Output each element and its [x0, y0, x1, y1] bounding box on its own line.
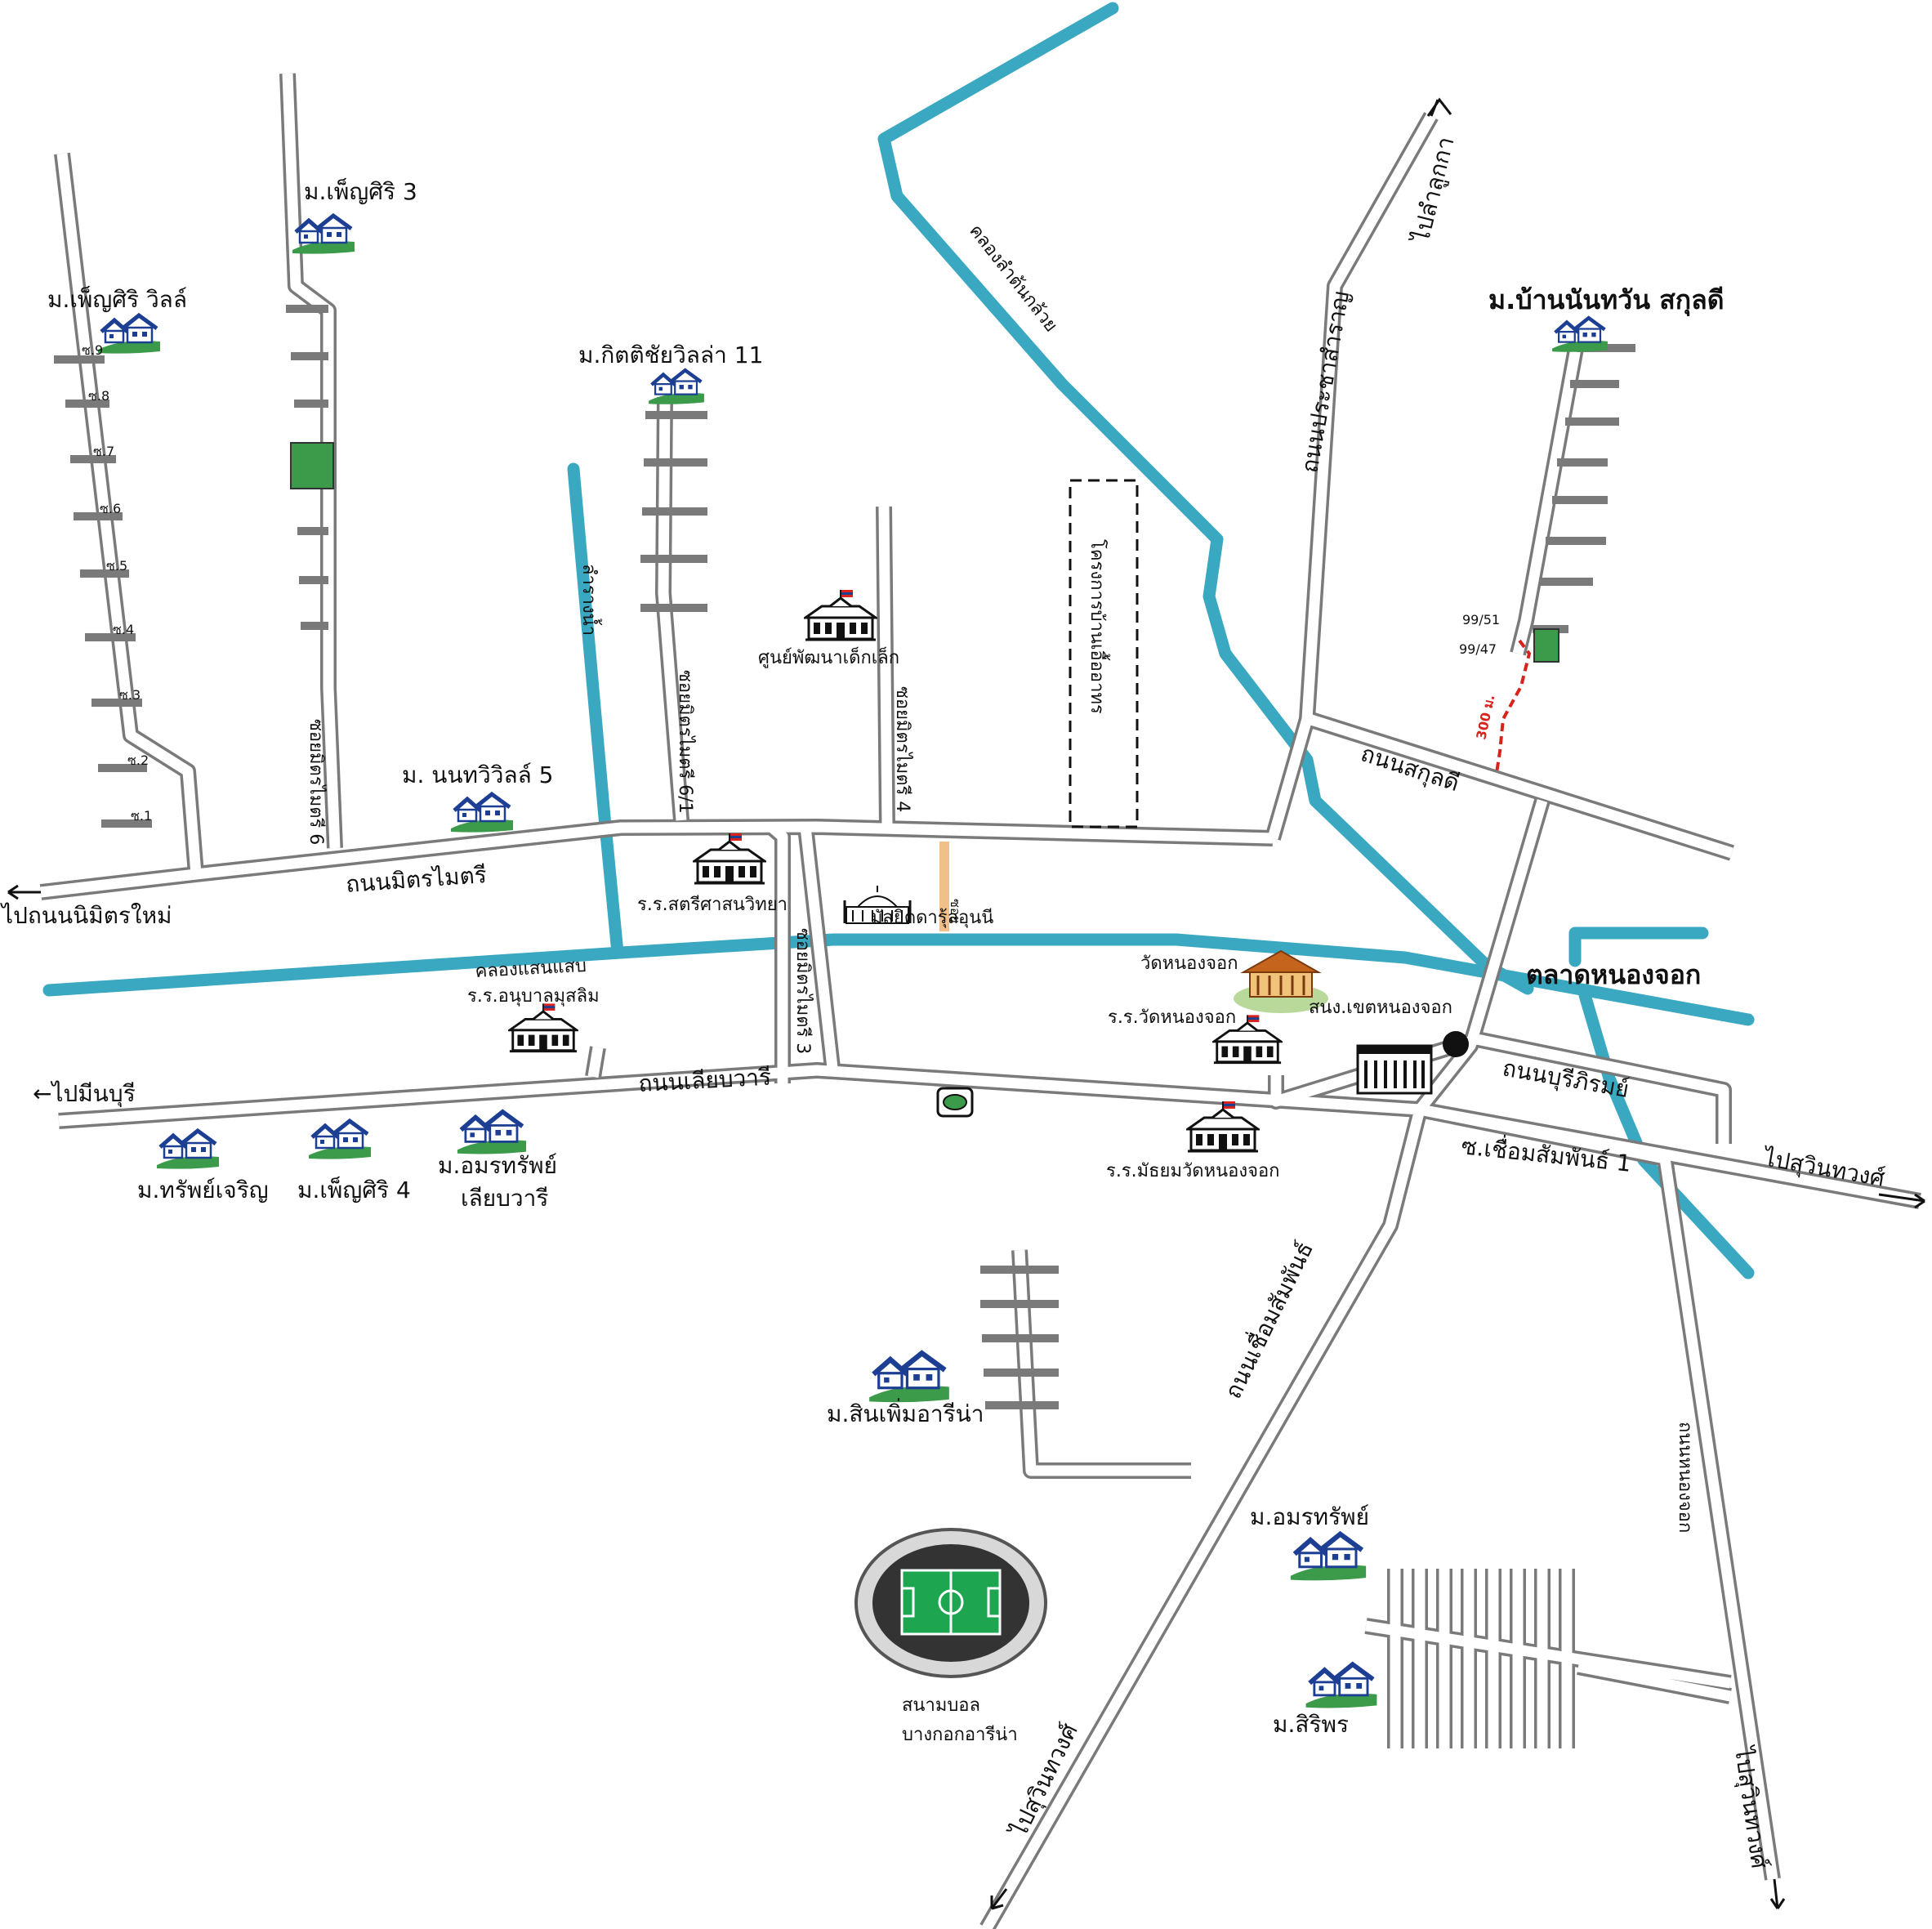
road-mitmaitri	[40, 821, 1274, 898]
label-wat-nongchok: วัดหนองจอก	[1140, 953, 1238, 974]
label-nonthawill5: ม. นนทวิวิลล์ 5	[402, 761, 553, 788]
roundabout	[1443, 1031, 1469, 1057]
house-icon-kittichai11	[649, 370, 704, 404]
road-nongchok	[1418, 1104, 1778, 1880]
road-anuban	[587, 1046, 604, 1078]
house-icon-bannanthawan	[1552, 318, 1608, 352]
label-lane-8: ซ.8	[88, 388, 109, 404]
label-sinpoem: ม.สินเพิ่มอารีน่า	[827, 1398, 984, 1427]
label-lane-2: ซ.2	[127, 752, 149, 768]
label-dir-minburi: ←ไปมีนบุรี	[33, 1080, 136, 1108]
stadium-icon	[854, 1528, 1047, 1678]
house-icon-amorn	[457, 1112, 526, 1154]
park-penshiri3	[290, 442, 334, 489]
road-sinpoem	[1014, 1249, 1191, 1476]
label-amorn2: ม.อมรทรัพย์	[1250, 1503, 1369, 1530]
house-icon-penshiri-villa	[98, 315, 160, 354]
label-siriporn: ม.สิริพร	[1273, 1711, 1349, 1738]
label-lane-9: ซ.9	[82, 342, 103, 358]
road-grid-horizontal	[1364, 1620, 1732, 1702]
school-icon-sattri	[693, 832, 766, 885]
label-dir-nimit: ไปถนนนิมิตรใหม่	[0, 902, 172, 929]
district-office-icon	[1356, 1044, 1433, 1095]
label-kittichai11: ม.กิตติชัยวิลล่า 11	[578, 342, 763, 368]
roads-inner	[40, 73, 1921, 1929]
label-amorn-line2: เลียบวารี	[461, 1185, 548, 1212]
house-icon-penshiri3	[292, 216, 355, 254]
label-anuban-school: ร.ร.อนุบาลมุสลิม	[467, 986, 600, 1007]
school-icon-matthayom	[1186, 1100, 1260, 1153]
label-canal-lamtonkluay: คลองลำต้นกล้วย	[965, 221, 1061, 336]
label-soi-sub: ซอย	[948, 899, 963, 923]
label-lane-3: ซ.3	[119, 687, 141, 703]
road-soi-mit3	[767, 823, 788, 1083]
school-icon-child-center	[804, 588, 877, 641]
label-lane-1: ซ.1	[131, 808, 152, 824]
label-house-no-2: 99/47	[1459, 641, 1497, 657]
canals	[42, 2, 1755, 1279]
label-mosque: มัสยิดดารุ้ลอุนนี	[871, 908, 993, 928]
road-chueam-sampan	[982, 1108, 1426, 1929]
label-penshiri4: ม.เพ็ญศิริ 4	[297, 1176, 411, 1203]
soi-lane-marker	[939, 842, 949, 931]
label-soi-mit4: ซอยมิตรไมตรี 4	[892, 686, 913, 812]
label-sattri-school: ร.ร.สตรีศาสนวิทยา	[637, 895, 788, 915]
label-road-prachasamran: ถนนประชาสำราญ	[1296, 289, 1354, 476]
label-lane-7: ซ.7	[93, 444, 114, 459]
label-stadium-line2: บางกอกอารีน่า	[902, 1725, 1018, 1745]
canal-lamnamsom	[567, 462, 624, 959]
road-soi-mit3b	[800, 826, 839, 1076]
house-icon-sinpoem	[869, 1353, 949, 1402]
house-icon-siriporn	[1306, 1664, 1377, 1708]
school-icon-anuban	[508, 1002, 578, 1053]
canal-saensap	[42, 933, 1755, 1026]
label-house-no-1: 99/51	[1462, 612, 1500, 627]
label-child-center: ศูนย์พัฒนาเด็กเล็ก	[758, 645, 899, 668]
house-icon-amorn2	[1291, 1534, 1366, 1581]
canal-lamtonkluay	[877, 2, 1534, 995]
label-penshiri-villa: ม.เพ็ญศิริ วิลล์	[47, 285, 187, 313]
road-soi-mit4	[878, 506, 893, 828]
label-soi-mit6: ซอยมิตรไมตรี 6	[306, 719, 327, 845]
label-stadium-line1: สนามบอล	[902, 1695, 980, 1716]
label-district-office: สนง.เขตหนองจอก	[1309, 998, 1452, 1018]
label-soi-mit3: ซอยมิตรไมตรี 3	[792, 928, 814, 1054]
label-amorn-line1: ม.อมรทรัพย์	[438, 1152, 557, 1179]
label-lane-5: ซ.5	[106, 558, 127, 574]
label-road-nongchok: ถนนหนองจอก	[1675, 1422, 1695, 1533]
house-icon-subcharoen	[157, 1131, 219, 1169]
label-lane-6: ซ.6	[100, 501, 121, 516]
temple-icon	[1234, 949, 1328, 1013]
project-zone-outline	[1069, 479, 1139, 828]
label-road-liapwari: ถนนเลียบวารี	[638, 1064, 772, 1097]
direction-arrows	[7, 97, 1925, 1910]
park-bannanthawan	[1533, 628, 1559, 663]
road-prachasamran	[1301, 113, 1436, 720]
house-icon-penshiri4	[309, 1121, 371, 1159]
label-wat-school: ร.ร.วัดหนองจอก	[1108, 1007, 1236, 1028]
label-road-mitmaitri: ถนนมิตรไมตรี	[345, 861, 488, 898]
landmark-badge-icon	[936, 1087, 974, 1118]
label-distance: 300 ม.	[1473, 694, 1497, 741]
label-soi-mit61: ซอยมิตรไมตรี 6/1	[675, 670, 696, 814]
mosque-icon	[843, 886, 912, 924]
road-bannanthawan	[1512, 333, 1584, 655]
route-300m	[1495, 639, 1532, 774]
label-subcharoen: ม.ทรัพย์เจริญ	[137, 1177, 269, 1203]
label-project-zone: โครงการบ้านเอื้ออาทร	[1086, 539, 1110, 714]
canal-east-branch	[1568, 927, 1755, 1279]
road-penshiri-villa	[56, 153, 202, 875]
road-liapwari	[58, 1065, 1921, 1207]
label-market: ตลาดหนองจอก	[1526, 959, 1701, 990]
label-lane-4: ซ.4	[113, 622, 134, 637]
label-matthayom: ร.ร.มัธยมวัดหนองจอก	[1106, 1161, 1280, 1181]
label-bannanthawan: ม.บ้านนันทวัน สกุลดี	[1488, 284, 1725, 317]
label-canal-lamnamsom: ลำรางน้ำ	[578, 564, 602, 636]
label-penshiri3: ม.เพ็ญศิริ 3	[304, 177, 417, 205]
house-icon-nonthawill5	[451, 794, 513, 833]
